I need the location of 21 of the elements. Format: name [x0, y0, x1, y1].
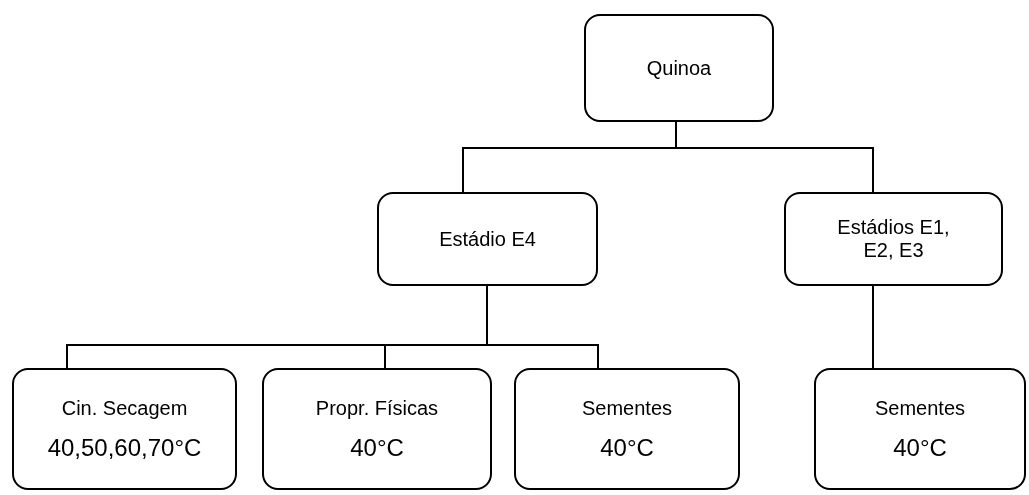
node-title: Estádios E1, E2, E3	[836, 216, 951, 262]
process-box	[584, 14, 774, 122]
connector-line	[872, 285, 874, 369]
process-box	[784, 192, 1003, 286]
process-box	[377, 192, 598, 286]
node-title: Quinoa	[646, 56, 712, 80]
process-box	[262, 368, 492, 490]
process-box	[814, 368, 1026, 490]
temperature-text: 40°C	[893, 433, 947, 462]
node-title: Cin. Secagem	[61, 396, 188, 420]
connector-line	[675, 121, 874, 193]
temperature-text: 40°C	[600, 433, 654, 462]
process-box	[12, 368, 237, 490]
node-title: Estádio E4	[439, 227, 536, 251]
temperature-text: 40,50,60,70°C	[47, 433, 202, 462]
process-box	[514, 368, 740, 490]
temperature-text: 40°C	[350, 433, 404, 462]
node-title: Propr. Físicas	[315, 396, 439, 420]
node-title: Sementes	[581, 396, 673, 420]
node-title: Sementes	[874, 396, 966, 420]
connector-line	[486, 285, 599, 369]
